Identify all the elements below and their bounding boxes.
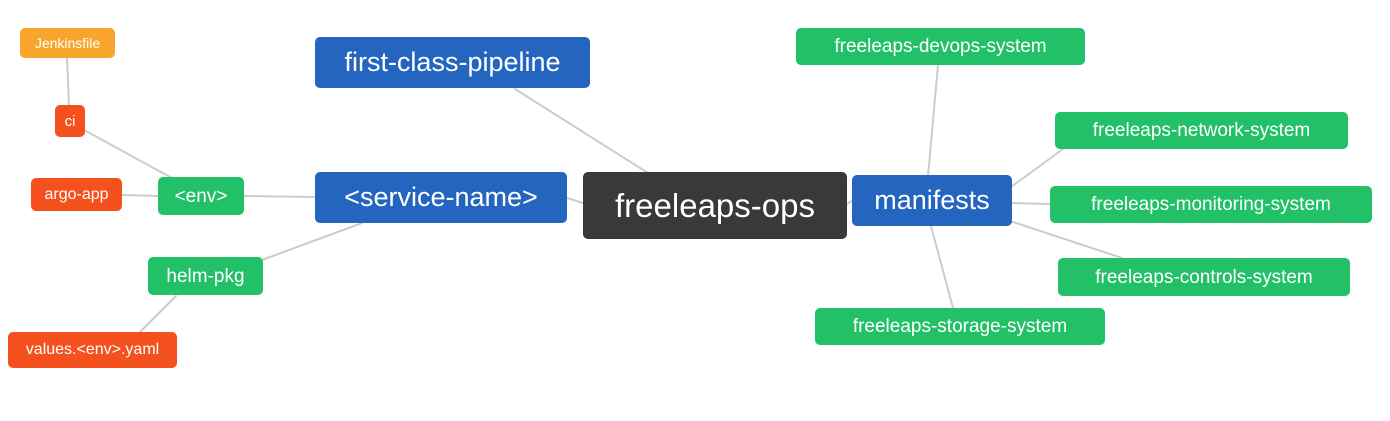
edge-values-env-yaml--helm-pkg [139, 295, 177, 333]
node-manifests[interactable]: manifests [852, 175, 1012, 226]
node-label: freeleaps-ops [615, 187, 815, 224]
node-freeleaps-network-system[interactable]: freeleaps-network-system [1055, 112, 1348, 149]
node-label: freeleaps-controls-system [1095, 266, 1313, 288]
node-label: freeleaps-network-system [1092, 120, 1311, 141]
node-jenkinsfile[interactable]: Jenkinsfile [20, 28, 115, 58]
node-label: <env> [174, 185, 228, 207]
edge-manifests--freeleaps-network-system [1010, 148, 1064, 188]
edge-freeleaps-devops-system--manifests [927, 64, 939, 177]
edge-jenkinsfile--ci [66, 57, 70, 106]
node-freeleaps-monitoring-system[interactable]: freeleaps-monitoring-system [1050, 186, 1372, 223]
node-first-class-pipeline[interactable]: first-class-pipeline [315, 37, 590, 88]
node-values-env-yaml[interactable]: values.<env>.yaml [8, 332, 177, 368]
node-ci[interactable]: ci [55, 105, 85, 137]
node-label: freeleaps-monitoring-system [1091, 194, 1331, 215]
node-freeleaps-storage-system[interactable]: freeleaps-storage-system [815, 308, 1105, 345]
node-freeleaps-ops[interactable]: freeleaps-ops [583, 172, 847, 239]
node-env[interactable]: <env> [158, 177, 244, 215]
node-label: Jenkinsfile [34, 35, 101, 51]
edge-manifests--freeleaps-controls-system [1009, 220, 1123, 259]
node-label: freeleaps-devops-system [834, 36, 1047, 57]
node-label: ci [64, 112, 76, 130]
node-freeleaps-controls-system[interactable]: freeleaps-controls-system [1058, 258, 1350, 296]
edge-manifests--freeleaps-monitoring-system [1011, 202, 1051, 205]
node-label: first-class-pipeline [344, 47, 561, 77]
edge-helm-pkg--service-name [261, 222, 363, 261]
edge-ci--env [83, 129, 173, 179]
node-argo-app[interactable]: argo-app [31, 178, 122, 211]
edge-freeleaps-ops--manifests [846, 200, 853, 205]
node-label: argo-app [44, 185, 109, 203]
node-label: values.<env>.yaml [25, 341, 160, 358]
edge-service-name--freeleaps-ops [566, 197, 584, 204]
node-label: freeleaps-storage-system [852, 316, 1068, 337]
node-label: manifests [874, 185, 990, 215]
edge-first-class-pipeline--freeleaps-ops [514, 88, 649, 174]
node-service-name[interactable]: <service-name> [315, 172, 567, 223]
node-freeleaps-devops-system[interactable]: freeleaps-devops-system [796, 28, 1085, 65]
node-helm-pkg[interactable]: helm-pkg [148, 257, 263, 295]
node-label: helm-pkg [166, 265, 245, 287]
edge-env--service-name [243, 195, 316, 198]
edge-manifests--freeleaps-storage-system [930, 225, 954, 309]
node-label: <service-name> [344, 182, 538, 212]
edge-argo-app--env [121, 194, 159, 197]
